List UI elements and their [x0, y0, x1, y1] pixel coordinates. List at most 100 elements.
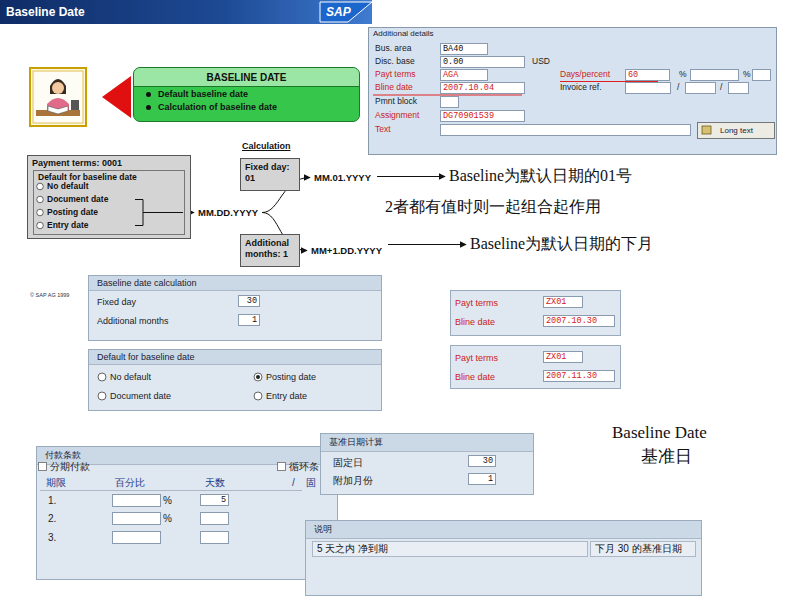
label-text: © SAP AG 1999	[30, 292, 69, 298]
label-text: 固	[306, 476, 316, 489]
label-text: Bline date	[455, 316, 495, 328]
calc-box: Additional months: 1	[240, 234, 300, 267]
label-text: 30	[238, 295, 260, 307]
label-text: 期限	[46, 476, 66, 489]
label-text: /	[720, 82, 722, 93]
label-text: Bline date	[455, 371, 495, 383]
label-text: 5	[200, 494, 229, 506]
label-text: 2007.10.30	[543, 315, 615, 327]
label-text: %	[163, 494, 172, 507]
label-text: 5 天之内 净到期	[312, 541, 588, 557]
slide-title: Baseline Date	[0, 5, 85, 19]
label-text: Payt terms	[455, 297, 498, 309]
label-text: Calculation	[242, 141, 291, 151]
note-text: Baseline为默认日期的01号	[447, 166, 634, 187]
label-text: 60	[625, 69, 670, 81]
label-text: 1	[468, 473, 496, 485]
label-text: Posting date	[266, 371, 316, 383]
label-text: DG70901539	[440, 110, 525, 122]
summary-box: BASELINE DATEDefault baseline dateCalcul…	[133, 67, 360, 122]
label-text: Document date	[110, 390, 171, 402]
label-text: USD	[532, 56, 550, 67]
label-text: 固定日	[333, 456, 363, 469]
node-text: MM.DD.YYYY	[196, 206, 260, 219]
label-text: 附加月份	[333, 474, 373, 487]
label-text: No default	[47, 181, 89, 192]
node-text: Additional months: 1	[241, 235, 299, 263]
screen-panel: 说明	[305, 520, 702, 596]
node-text: MM+1.DD.YYYY	[309, 244, 384, 257]
label-text: ZX01	[543, 351, 583, 363]
label-text: Fixed day	[97, 296, 136, 308]
screen-panel	[451, 291, 621, 336]
person-icon	[30, 68, 86, 126]
pointer-triangle	[102, 76, 131, 118]
node-text: Default for baseline date	[89, 350, 381, 365]
label-text: Invoice ref.	[560, 82, 602, 93]
label-text: Posting date	[47, 207, 98, 218]
label-text: 2.	[48, 512, 56, 525]
label-text: Payt terms	[455, 352, 498, 364]
label-text: /	[677, 82, 679, 93]
label-text: Assignment	[375, 110, 419, 121]
calc-box: Fixed day: 01	[240, 158, 300, 191]
label-text: Bus. area	[375, 43, 411, 54]
label-text: 2者都有值时则一起组合起作用	[385, 197, 601, 218]
label-text: Text	[375, 124, 391, 135]
label-text: 0.00	[440, 56, 525, 68]
label-text: 分期付款	[50, 460, 90, 473]
label-text: AGA	[440, 69, 488, 81]
node-text: Payment terms: 0001	[28, 156, 190, 170]
label-text: Disc. base	[375, 56, 415, 67]
node-text: Baseline date calculation	[89, 276, 381, 291]
label-text: SAP	[326, 5, 351, 19]
label-text: ZX01	[543, 296, 583, 308]
node-text: 基准日期计算	[321, 434, 533, 452]
label-text: Payt terms	[375, 69, 416, 80]
node-text: Fixed day: 01	[241, 159, 299, 187]
label-text: Pmnt block	[375, 96, 417, 107]
label-text: Bline date	[375, 82, 413, 93]
connector-arrow	[377, 176, 445, 177]
label-text: Baseline Date	[612, 423, 707, 443]
node-text: MM.01.YYYY	[312, 171, 373, 184]
label-text: %	[163, 512, 172, 525]
label-text: 3.	[48, 531, 56, 544]
label-text: 天数	[205, 476, 225, 489]
title-bar: Baseline Date	[0, 0, 372, 24]
label-text: Additional months	[97, 315, 169, 327]
label-text: %	[743, 69, 751, 80]
node-text: Default baseline date	[134, 87, 359, 100]
date-format: MM.01.YYYY	[312, 171, 373, 184]
node-text: Baseline为默认日期的下月	[468, 234, 655, 255]
date-format: MM.DD.YYYY	[196, 206, 260, 219]
label-text: 百分比	[115, 476, 145, 489]
label-text: No default	[110, 371, 151, 383]
label-text: 1	[238, 314, 260, 326]
screen-panel	[451, 346, 621, 389]
label-text: Entry date	[47, 220, 89, 231]
label-text: /	[292, 476, 295, 489]
note-text: Baseline为默认日期的下月	[468, 234, 655, 255]
label-text: 1.	[48, 494, 56, 507]
node-text: BASELINE DATE	[134, 68, 359, 87]
connector-arrow	[388, 244, 466, 245]
button: Long text	[697, 122, 775, 139]
label-text: 2007.10.04	[440, 82, 525, 94]
label-text: 基准日	[641, 445, 692, 468]
label-text: Document date	[47, 194, 108, 205]
label-text: Entry date	[266, 390, 307, 402]
label-text: 下月 30 的基准日期	[590, 541, 696, 557]
node-text: Baseline为默认日期的01号	[447, 166, 634, 187]
node-text: Additional details	[369, 28, 776, 39]
date-format: MM+1.DD.YYYY	[309, 244, 384, 257]
label-text: %	[679, 69, 687, 80]
label-text: BA40	[440, 43, 488, 55]
node-text: Long text	[698, 123, 774, 138]
screen-panel: Baseline date calculation	[88, 275, 382, 341]
label-text: 30	[468, 455, 496, 467]
node-text: Calculation of baseline date	[134, 100, 359, 113]
label-text: 2007.11.30	[543, 370, 615, 382]
label-text: Days/percent	[560, 69, 610, 80]
node-text: 说明	[306, 521, 701, 539]
